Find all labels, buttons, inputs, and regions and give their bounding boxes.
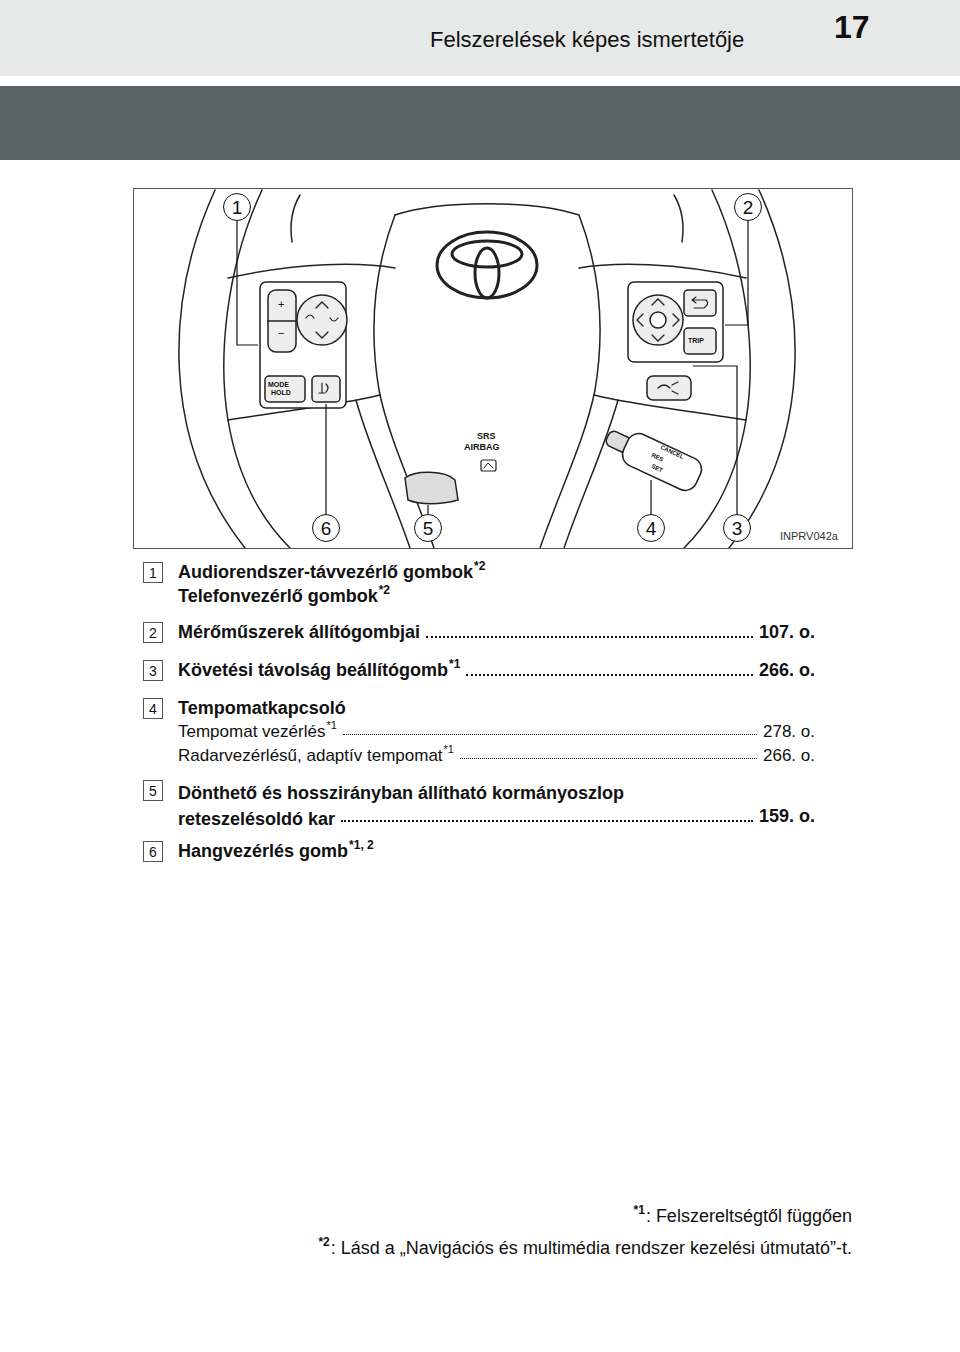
item-text: Audiorendszer-távvezérlő gombok (178, 562, 473, 584)
number-text: 1 (232, 198, 243, 217)
list-number-box: 5 (143, 780, 163, 801)
footnote-text: : Lásd a „Navigációs és multimédia rends… (331, 1238, 852, 1260)
page-reference: 278. o. (763, 722, 815, 742)
button-label: − (278, 327, 284, 340)
figure-code: INPRV042a (780, 530, 838, 543)
airbag-label: AIRBAG (464, 442, 500, 453)
illustration-frame (134, 189, 853, 549)
number-text: 6 (321, 519, 332, 538)
list-number-box: 2 (143, 622, 163, 643)
page-reference: 266. o. (763, 746, 815, 766)
button-label: MODE (268, 381, 289, 389)
number-text: 4 (646, 519, 657, 538)
number-text: 5 (149, 784, 157, 798)
dot-leader (343, 734, 757, 735)
callout-number: 4 (637, 514, 665, 542)
airbag-label: SRS (477, 431, 496, 442)
number-text: 6 (149, 845, 157, 859)
footnote-mark: *1 (449, 657, 460, 671)
button-label: TRIP (688, 337, 704, 345)
list-number-box: 4 (143, 698, 163, 719)
dot-leader (341, 820, 753, 822)
callout-number: 5 (414, 514, 442, 542)
footnote-mark: *2 (474, 559, 485, 573)
item-subtext: Tempomat vezérlés (178, 722, 325, 742)
steering-wheel (179, 190, 795, 548)
page-number: 17 (834, 8, 870, 46)
number-text: 5 (423, 519, 434, 538)
header-dark-band (0, 86, 960, 160)
callout-leader-lines (237, 221, 748, 514)
callout-number: 3 (723, 514, 751, 542)
page-reference: 159. o. (759, 806, 815, 828)
page-reference: 266. o. (759, 660, 815, 682)
button-label: + (278, 298, 284, 311)
list-number-box: 1 (143, 562, 163, 583)
dot-leader (460, 758, 757, 759)
callout-number: 2 (734, 193, 762, 221)
item-subtext: Radarvezérlésű, adaptív tempomat (178, 746, 443, 766)
number-text: 3 (732, 519, 743, 538)
number-text: 4 (149, 702, 157, 716)
number-text: 1 (149, 566, 157, 580)
number-text: 2 (149, 626, 157, 640)
dot-leader (466, 674, 753, 676)
list-number-box: 6 (143, 841, 163, 862)
footnote-text: : Felszereltségtől függően (646, 1206, 852, 1228)
callout-number: 1 (223, 193, 251, 221)
item-text: Telefonvezérlő gombok (178, 586, 378, 608)
footnote-mark: *1 (326, 719, 336, 732)
footnote-mark: *2 (379, 583, 390, 597)
item-text: Követési távolság beállítógomb (178, 660, 448, 682)
item-text: Mérőműszerek állítógombjai (178, 622, 420, 644)
list-number-box: 3 (143, 660, 163, 681)
item-text: Hangvezérlés gomb (178, 841, 348, 863)
number-text: 3 (149, 664, 157, 678)
footnote-mark: *1 (444, 743, 454, 756)
footnote-mark: *1, 2 (349, 838, 374, 852)
footnote-mark: *1 (634, 1203, 645, 1217)
header-band (0, 0, 960, 76)
item-text: Tempomatkapcsoló (178, 698, 346, 720)
item-text: Dönthető és hosszirányban állítható korm… (178, 780, 726, 832)
number-text: 2 (743, 198, 754, 217)
button-label: HOLD (271, 389, 291, 397)
running-header: Felszerelések képes ismertetője (430, 27, 744, 53)
footnote-mark: *2 (318, 1235, 329, 1249)
page-reference: 107. o. (759, 622, 815, 644)
dot-leader (426, 636, 753, 638)
callout-number: 6 (312, 514, 340, 542)
